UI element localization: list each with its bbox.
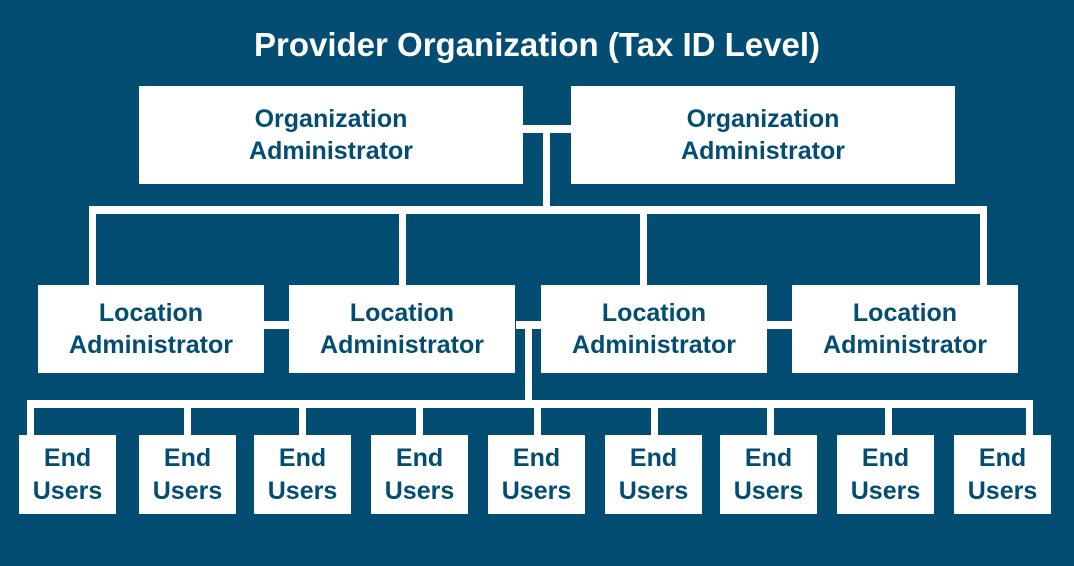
connector-location-drop (980, 206, 987, 285)
node-label-line2: Administrator (823, 331, 987, 359)
connector-location-pair (767, 321, 792, 329)
node-label-line1: End (978, 444, 1027, 472)
end-users-node: End Users (488, 435, 585, 514)
location-admin-node: Location Administrator (289, 285, 515, 373)
connector-location-drop (640, 206, 647, 285)
node-label-line2: Administrator (572, 331, 736, 359)
node-label-line2: Users (32, 476, 103, 505)
node-label-line1: End (163, 444, 212, 472)
end-users-node: End Users (19, 435, 116, 514)
connector-end-user-drop (651, 400, 658, 435)
connector-end-user-drop (27, 400, 34, 435)
org-admin-node: Organization Administrator (571, 86, 955, 184)
connector-location-down (525, 321, 532, 408)
end-users-node: End Users (837, 435, 934, 514)
node-label-line1: Organization (686, 104, 840, 133)
node-label-line1: End (278, 444, 327, 472)
connector-end-user-drop (1026, 400, 1033, 435)
node-label-line1: End (744, 444, 793, 472)
node-label-line1: End (43, 444, 92, 472)
connector-org-down (543, 125, 550, 214)
node-label-line2: Administrator (249, 137, 413, 165)
node-label-line1: End (512, 444, 561, 472)
end-users-node: End Users (371, 435, 468, 514)
node-label-line2: Users (152, 476, 223, 505)
node-label-line1: Location (852, 298, 958, 327)
node-label-line2: Administrator (320, 331, 484, 359)
connector-end-user-drop (416, 400, 423, 435)
connector-end-user-drop (534, 400, 541, 435)
connector-location-pair (264, 321, 289, 329)
node-label-line2: Users (850, 476, 921, 505)
location-admin-node: Location Administrator (792, 285, 1018, 373)
node-label-line1: Location (98, 298, 204, 327)
org-admin-node: Organization Administrator (139, 86, 523, 184)
node-label-line1: Location (601, 298, 707, 327)
location-admin-node: Location Administrator (38, 285, 264, 373)
connector-location-drop (89, 206, 96, 285)
location-admin-node: Location Administrator (541, 285, 767, 373)
node-label-line2: Administrator (681, 137, 845, 165)
node-label-line2: Users (618, 476, 689, 505)
node-label-line1: End (861, 444, 910, 472)
node-label-line1: Location (349, 298, 455, 327)
connector-end-user-drop (767, 400, 774, 435)
end-users-node: End Users (254, 435, 351, 514)
connector-end-user-drop (299, 400, 306, 435)
connector-end-user-drop (885, 400, 892, 435)
end-users-node: End Users (720, 435, 817, 514)
end-users-node: End Users (954, 435, 1051, 514)
node-label-line2: Administrator (69, 331, 233, 359)
node-label-line1: End (629, 444, 678, 472)
node-label-line2: Users (733, 476, 804, 505)
end-users-node: End Users (605, 435, 702, 514)
node-label-line2: Users (267, 476, 338, 505)
end-users-node: End Users (139, 435, 236, 514)
connector-location-bus (89, 206, 987, 214)
node-label-line2: Users (501, 476, 572, 505)
node-label-line1: Organization (254, 104, 408, 133)
connector-location-drop (399, 206, 406, 285)
node-label-line1: End (395, 444, 444, 472)
connector-end-users-bus (27, 400, 1033, 408)
node-label-line2: Users (384, 476, 455, 505)
node-label-line2: Users (967, 476, 1038, 505)
diagram-title: Provider Organization (Tax ID Level) (253, 26, 820, 63)
connector-end-user-drop (184, 400, 191, 435)
